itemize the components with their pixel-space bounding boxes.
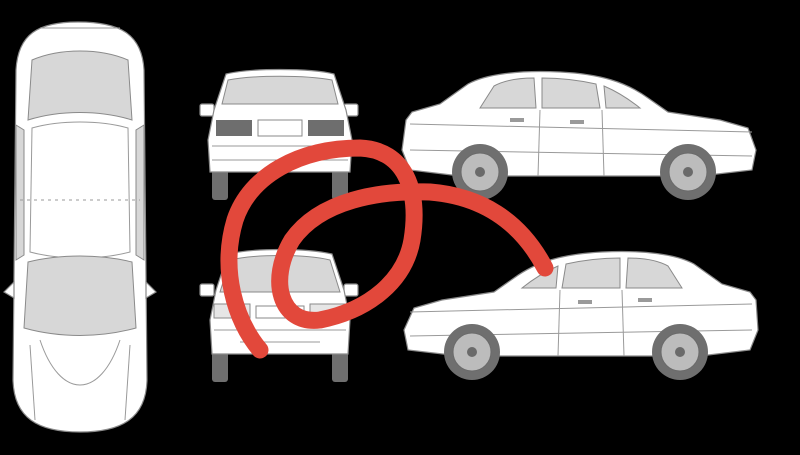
car-side-view-left xyxy=(403,250,759,380)
car-side-view-right xyxy=(401,70,757,200)
car-top-view xyxy=(3,21,157,433)
top-windshield xyxy=(23,255,137,336)
rear-window xyxy=(221,75,339,105)
top-rear-window xyxy=(27,50,133,121)
red-damage-scribble xyxy=(220,139,554,359)
car-rear-view xyxy=(199,68,359,200)
